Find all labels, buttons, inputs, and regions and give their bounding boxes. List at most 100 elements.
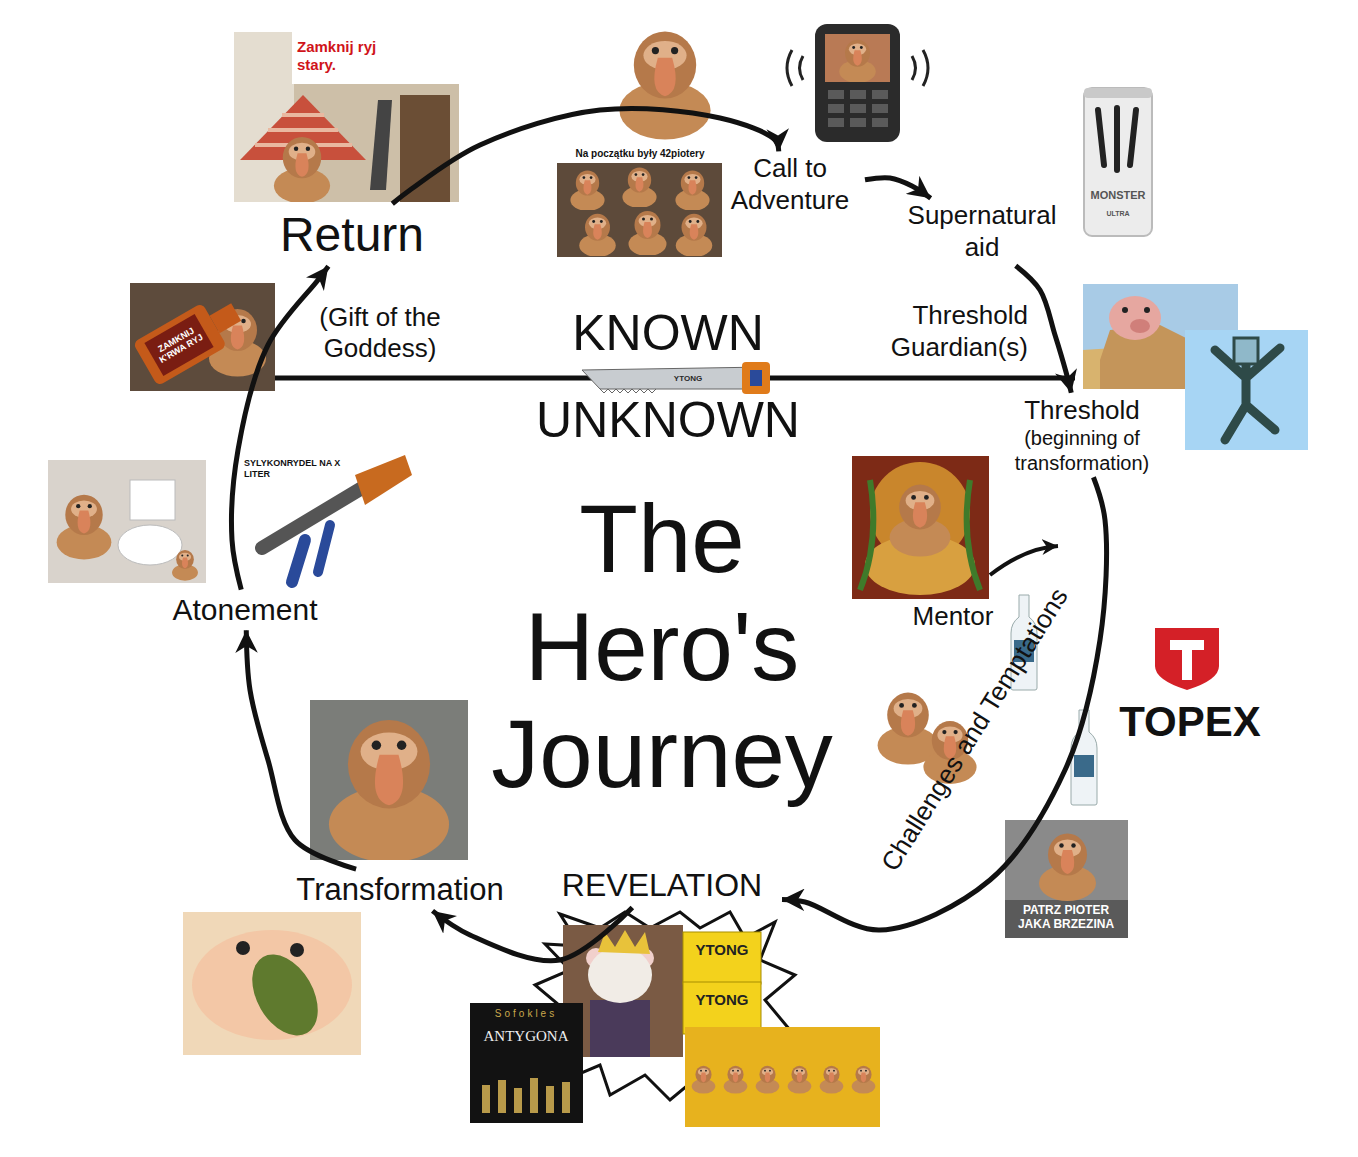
stage-label: Call to Adventure (715, 151, 865, 218)
stage-text: REVELATION (544, 866, 780, 905)
caulking-gun (318, 525, 330, 572)
book-author: Sofokles (495, 1008, 557, 1020)
stage-label: Threshold Guardian(s) (860, 298, 1030, 365)
mentor-arrow (990, 546, 1058, 575)
stage-text: Supernatural aid (889, 200, 1075, 263)
monkey-row (685, 1027, 880, 1127)
meme-photo (622, 167, 656, 208)
book-cover (530, 1078, 538, 1113)
mentor-picture (860, 480, 980, 590)
stage-text: (beginning of transformation) (992, 426, 1173, 475)
phone-icon (828, 90, 844, 99)
meme-photo (570, 170, 604, 211)
flow-arrow (232, 266, 329, 589)
chicken-photo (236, 941, 250, 955)
stage-note: (Gift of the Goddess) (295, 302, 465, 364)
brand-mark: MONSTER (1091, 189, 1146, 202)
energy-can (1084, 88, 1152, 236)
book-cover (470, 1003, 583, 1123)
rat-picture (588, 947, 652, 1003)
meme-photo (557, 145, 722, 163)
monkey-photo (310, 700, 468, 862)
energy-can (1098, 108, 1136, 170)
monkey-row (852, 1066, 876, 1094)
sphinx-photo (1109, 296, 1161, 340)
book-cover (482, 1085, 490, 1113)
mentor-label: Mentor (913, 601, 994, 632)
toilet-photo (48, 460, 206, 583)
toilet-photo (48, 460, 206, 583)
chicken-photo (183, 912, 361, 1055)
block-package (683, 982, 761, 1034)
stage-text: Threshold (992, 395, 1173, 427)
saw-picture (582, 362, 770, 394)
phone-icon (872, 90, 888, 99)
meme-caption: Na początku były 42piotery (576, 148, 705, 160)
toilet-photo (57, 495, 112, 560)
meme-photo (579, 214, 615, 257)
phone-icon (787, 50, 803, 86)
saw-picture (750, 370, 762, 386)
brand-mark: YTONG (695, 991, 748, 1009)
monkey-photo (619, 31, 710, 139)
meme-photo (1005, 820, 1128, 938)
brand-mark: YTONG (674, 374, 702, 384)
phone-icon (828, 104, 844, 113)
monkey-row (692, 1066, 716, 1094)
rat-picture (590, 1000, 650, 1057)
meme-photo (400, 95, 450, 202)
stage-label: Supernatural aid (887, 198, 1077, 265)
chicken-photo (183, 912, 361, 1055)
toilet-photo (130, 480, 175, 520)
monkey-row (724, 1066, 748, 1094)
vodka-bottle (1074, 755, 1094, 777)
mentor-picture (852, 456, 989, 599)
meme-photo (676, 214, 712, 257)
bottle-photo (133, 290, 249, 386)
stage-label: Threshold(beginning of transformation) (990, 393, 1175, 478)
statue-photo (1234, 338, 1258, 364)
chicken-photo (290, 943, 304, 957)
phone-icon (825, 34, 890, 82)
stage-label: Return (278, 204, 426, 267)
statue-photo (1185, 330, 1308, 450)
monkey-row (685, 1027, 880, 1127)
phone-icon (912, 50, 928, 86)
monkey-row (820, 1066, 844, 1094)
bottle-photo (144, 314, 213, 376)
stage-label: REVELATION (542, 864, 782, 907)
toilet-photo (118, 525, 182, 565)
meme-photo (370, 100, 392, 190)
meme-caption: PATRZ PIOTER JAKA BRZEZINA (1006, 904, 1126, 932)
book-cover (470, 1003, 583, 1123)
brand-mark: ULTRA (1106, 210, 1129, 218)
phone-icon (787, 24, 928, 142)
phone-icon (815, 24, 900, 142)
phone-icon (872, 118, 888, 127)
monkey-photo (619, 31, 710, 139)
mentor-picture (852, 456, 989, 599)
brand-logo (1155, 628, 1219, 690)
meme-caption: Zamknij ryj stary. (297, 38, 407, 74)
meme-photo (274, 137, 330, 204)
book-title: ANTYGONA (484, 1027, 569, 1045)
brand-mark: YTONG (695, 941, 748, 959)
meme-photo (1005, 820, 1128, 900)
caulking-gun (292, 540, 305, 582)
block-package (683, 932, 761, 984)
phone-icon (828, 118, 844, 127)
flow-arrow (246, 630, 356, 869)
book-cover (514, 1088, 522, 1113)
stage-text: Call to Adventure (717, 153, 863, 216)
stage-text: Return (280, 206, 424, 265)
toilet-photo (172, 550, 198, 581)
meme-caption: SYLYKONRYDEL NA X LITER (244, 458, 359, 480)
phone-icon (850, 104, 866, 113)
sphinx-photo (1144, 307, 1150, 313)
meme-photo (1005, 820, 1128, 938)
phone-icon (839, 40, 875, 83)
stage-text: Atonement (152, 592, 338, 629)
caulking-gun (262, 488, 362, 548)
caulking-gun (355, 455, 412, 505)
